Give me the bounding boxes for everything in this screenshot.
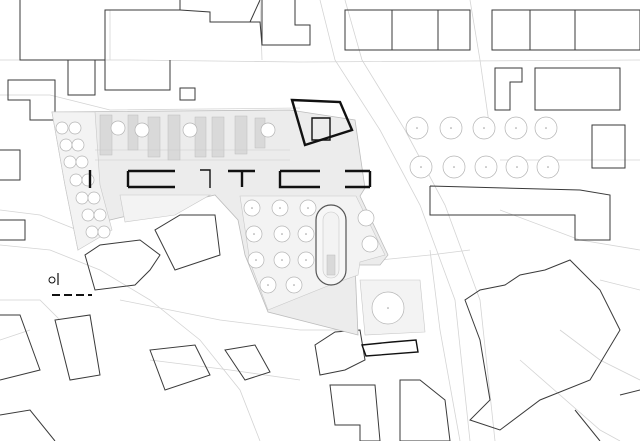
tree-row-west xyxy=(55,120,276,239)
tree-symbol-icon xyxy=(68,121,82,135)
tree-grid-east xyxy=(405,116,560,179)
north-arrow-icon xyxy=(48,273,59,285)
tree-symbol-icon xyxy=(361,235,379,253)
tree-centers xyxy=(251,127,549,309)
tree-symbol-icon xyxy=(75,191,89,205)
tree-symbol-icon xyxy=(75,155,89,169)
tree-symbol-icon xyxy=(97,225,111,239)
tree-symbol-icon xyxy=(110,120,126,136)
oval-track xyxy=(315,204,347,286)
tree-symbol-icon xyxy=(81,173,95,187)
roof-strips xyxy=(95,114,290,161)
tree-symbol-icon xyxy=(182,122,198,138)
tree-grid-courtyard xyxy=(243,199,405,325)
tree-symbol-icon xyxy=(69,173,83,187)
tree-symbol-icon xyxy=(81,208,95,222)
tree-symbol-icon xyxy=(357,209,375,227)
tree-symbol-icon xyxy=(71,138,85,152)
tree-symbol-icon xyxy=(59,138,73,152)
tree-symbol-icon xyxy=(260,122,276,138)
new-building-walls xyxy=(88,98,419,357)
tree-symbol-icon xyxy=(93,208,107,222)
tree-symbol-icon xyxy=(55,121,69,135)
tree-symbol-icon xyxy=(87,191,101,205)
tree-symbol-icon xyxy=(63,155,77,169)
tree-symbol-icon xyxy=(134,122,150,138)
tree-symbol-icon xyxy=(85,225,99,239)
